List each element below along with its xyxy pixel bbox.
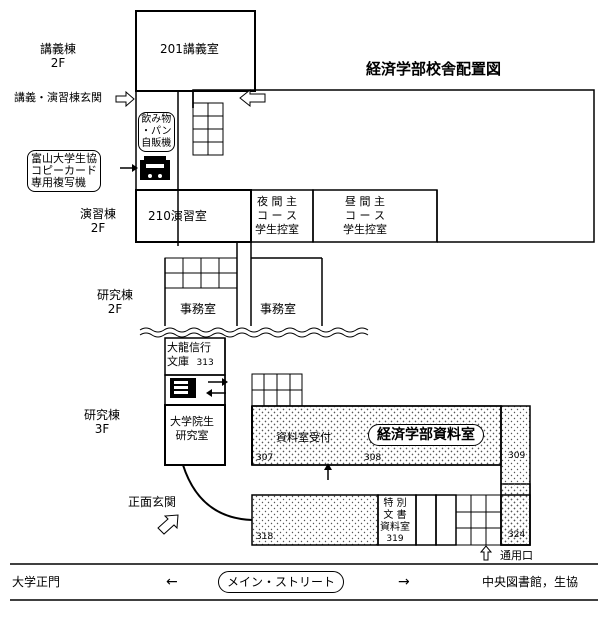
room-324 [500, 494, 531, 546]
front-entrance-arrow [157, 514, 179, 535]
room-318 [251, 494, 379, 546]
day-course-line-3: 学生控室 [343, 223, 387, 236]
ohno-library-label: 大龍信行 文庫 313 [167, 341, 214, 369]
ohno-line-2: 文庫 [167, 355, 189, 368]
research-3f-floor: 3F [94, 422, 110, 436]
research-2f-floor: 2F [107, 302, 123, 316]
grad-room [164, 404, 226, 466]
room-201 [135, 10, 256, 92]
reception-label: 資料室受付 [276, 431, 331, 444]
room-318-number: 318 [256, 532, 274, 542]
night-course-line-3: 学生控室 [255, 223, 299, 236]
front-entrance-curve [182, 464, 253, 521]
room-201-label: 201講義室 [160, 42, 219, 56]
page-title: 経済学部校舎配置図 [366, 60, 502, 78]
lecture-building-floor: 2F [50, 56, 66, 70]
room-307-number: 307 [256, 453, 274, 463]
stair-grid-4 [455, 494, 502, 546]
office-1-label: 事務室 [180, 302, 217, 316]
day-course-line-1: 昼 間 主 [345, 195, 385, 208]
vending-line-2: ・パン [141, 126, 172, 137]
lecture-building-name: 講義棟 [40, 42, 77, 56]
street-arrow-right: → [398, 574, 410, 590]
copy-label: 富山大学生協 コピーカード 専用複写機 [27, 150, 101, 192]
vending-line-3: 自販機 [141, 138, 172, 149]
ohno-line-1: 大龍信行 [167, 341, 211, 354]
special-room-label: 特 別 文 書 資料室 319 [380, 498, 410, 545]
night-course-label: 夜 間 主 コ ー ス 学生控室 [255, 195, 299, 237]
copy-line-2: コピーカード [31, 164, 97, 177]
side-entrance-arrow [479, 545, 493, 561]
stair-grid-3 [251, 373, 303, 407]
day-course-line-2: コ ー ス [345, 209, 385, 222]
exercise-building-label: 演習棟 2F [80, 207, 116, 235]
special-line-3: 資料室 [380, 522, 410, 533]
grad-room-label: 大学院生 研究室 [170, 415, 214, 443]
research-2f-name: 研究棟 [97, 288, 134, 302]
room-309-number: 309 [508, 451, 526, 461]
grad-line-1: 大学院生 [170, 415, 214, 428]
night-course-line-1: 夜 間 主 [257, 195, 297, 208]
east-wing-outline [192, 89, 595, 243]
copy-line-3: 専用複写機 [31, 176, 86, 189]
street-left-label: 大学正門 [12, 575, 61, 589]
lecture-building-label: 講義棟 2F [40, 42, 76, 70]
room-319-number: 319 [386, 534, 404, 544]
vending-line-1: 飲み物 [141, 114, 172, 125]
room-210-label: 210演習室 [148, 209, 207, 223]
exercise-building-floor: 2F [90, 221, 106, 235]
grad-line-2: 研究室 [175, 429, 209, 442]
stair-grid-2 [164, 257, 238, 289]
entrance-lecture-label: 講義・演習棟玄関 [14, 91, 102, 104]
research-2f-label: 研究棟 2F [97, 288, 133, 316]
special-line-2: 文 書 [383, 510, 407, 521]
vending-label: 飲み物 ・パン 自販機 [138, 112, 175, 152]
office-2-label: 事務室 [260, 302, 297, 316]
night-course-line-2: コ ー ス [257, 209, 297, 222]
bookshelf-icon [170, 378, 196, 398]
entrance-arrow-left [115, 90, 135, 108]
special-line-1: 特 別 [383, 498, 407, 509]
exercise-building-name: 演習棟 [80, 207, 117, 221]
floor-break-line [139, 327, 369, 333]
street-right-label: 中央図書館，生協 [482, 575, 579, 589]
street-arrow-left: ← [166, 574, 178, 590]
copier-icon [140, 156, 170, 180]
research-3f-name: 研究棟 [84, 408, 121, 422]
ohno-room-number: 313 [196, 358, 214, 368]
research-3f-label: 研究棟 3F [84, 408, 120, 436]
room-324-number: 324 [508, 530, 526, 540]
materials-room-label: 経済学部資料室 [368, 424, 484, 446]
main-street-label: メイン・ストリート [218, 571, 345, 593]
day-course-label: 昼 間 主 コ ー ス 学生控室 [343, 195, 387, 237]
side-entrance-label: 通用口 [500, 549, 533, 562]
copy-line-1: 富山大学生協 [31, 152, 97, 165]
stair-grid-1 [192, 102, 224, 156]
front-entrance-label: 正面玄関 [128, 495, 177, 509]
room-308-number: 308 [364, 453, 382, 463]
entrance-arrow-right [239, 88, 266, 108]
